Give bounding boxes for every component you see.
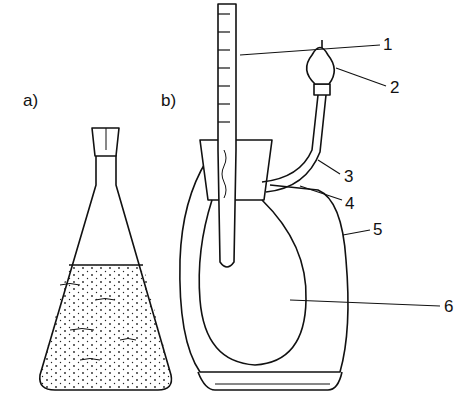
fermentation-flask <box>180 4 348 390</box>
stopper <box>92 128 119 156</box>
panel-label: a) <box>22 92 39 109</box>
conical-flask <box>40 128 172 390</box>
callout-number: 1 <box>382 36 393 53</box>
callout-number: 2 <box>389 79 400 96</box>
callout-number: 4 <box>344 195 355 212</box>
rubber-bulb <box>307 48 335 85</box>
callout-number: 5 <box>372 221 383 238</box>
graduated-tube <box>218 4 236 267</box>
leader-lines <box>240 45 440 306</box>
panel-label: b) <box>160 92 177 109</box>
inner-vessel <box>199 200 306 365</box>
callout-number: 6 <box>443 298 454 315</box>
side-tube <box>262 95 318 182</box>
callout-number: 3 <box>343 168 354 185</box>
